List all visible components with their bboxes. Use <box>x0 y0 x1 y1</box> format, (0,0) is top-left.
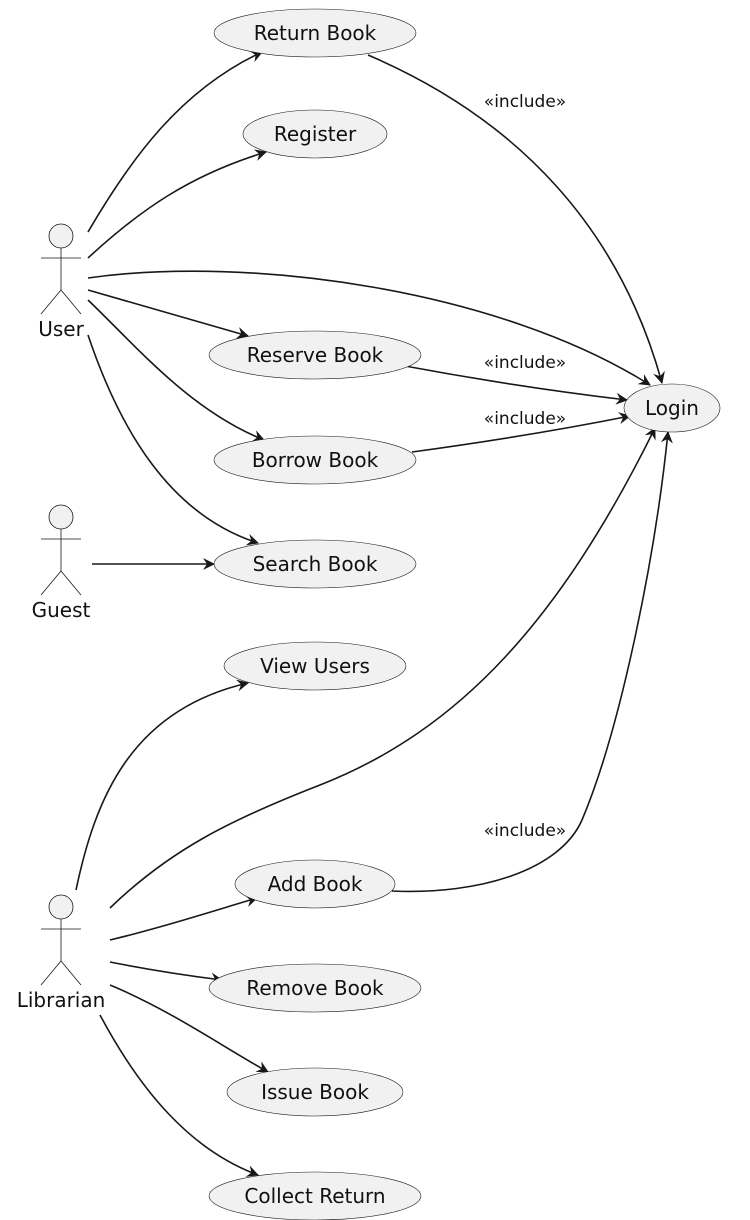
actor-head-icon <box>48 223 74 249</box>
edge-add-book-login <box>391 431 673 893</box>
actor-label: User <box>38 317 84 341</box>
edge-return-book-login <box>367 54 665 384</box>
actor-label: Guest <box>32 598 91 622</box>
edge-librarian-collect-return <box>99 1014 259 1177</box>
edge-user-borrow-book <box>87 299 265 442</box>
edge-librarian-view-users <box>75 679 249 891</box>
edge-librarian-add-book <box>109 895 258 941</box>
use-case-login[interactable]: Login <box>623 383 721 433</box>
svg-text:Collect Return: Collect Return <box>244 1184 385 1208</box>
actor-librarian[interactable]: Librarian <box>17 894 106 1012</box>
edge-librarian-issue-book <box>109 984 269 1073</box>
use-case-collect-return[interactable]: Collect Return <box>208 1171 422 1220</box>
edge-user-register <box>87 149 267 259</box>
actor-head-icon <box>48 894 74 920</box>
use-case-view-users[interactable]: View Users <box>223 641 407 691</box>
actor-user[interactable]: User <box>38 223 85 341</box>
use-case-register[interactable]: Register <box>242 109 388 159</box>
use-case-return-book[interactable]: Return Book <box>213 8 417 58</box>
use-case-add-book[interactable]: Add Book <box>234 859 396 909</box>
svg-text:Reserve Book: Reserve Book <box>247 343 384 367</box>
include-label-return-book: «include» <box>484 92 566 112</box>
svg-text:Issue Book: Issue Book <box>261 1080 369 1104</box>
svg-text:Remove Book: Remove Book <box>246 976 384 1000</box>
edge-reserve-book-login <box>404 365 628 405</box>
actor-head-icon <box>48 504 74 530</box>
edge-librarian-login <box>109 427 656 909</box>
include-label-borrow-book: «include» <box>484 409 566 429</box>
use-case-remove-book[interactable]: Remove Book <box>208 963 422 1013</box>
edge-user-login <box>87 270 651 386</box>
edge-borrow-book-login <box>411 412 631 453</box>
use-case-reserve-book[interactable]: Reserve Book <box>208 330 422 380</box>
svg-text:Search Book: Search Book <box>253 552 378 576</box>
edge-librarian-remove-book <box>109 961 223 985</box>
use-case-borrow-book[interactable]: Borrow Book <box>213 435 417 485</box>
svg-text:Login: Login <box>645 396 699 420</box>
use-case-issue-book[interactable]: Issue Book <box>226 1067 404 1117</box>
edge-user-reserve-book <box>87 289 249 339</box>
include-label-add-book: «include» <box>484 821 566 841</box>
svg-text:Return Book: Return Book <box>254 21 377 45</box>
edge-user-search-book <box>87 334 259 546</box>
svg-text:Borrow Book: Borrow Book <box>252 448 379 472</box>
edge-user-return-book <box>87 51 263 233</box>
svg-text:Register: Register <box>274 122 357 146</box>
edges <box>75 51 673 1177</box>
actor-label: Librarian <box>17 988 106 1012</box>
use-case-search-book[interactable]: Search Book <box>213 539 417 589</box>
include-label-reserve-book: «include» <box>484 353 566 373</box>
svg-text:View Users: View Users <box>260 654 370 678</box>
actor-guest[interactable]: Guest <box>32 504 91 622</box>
svg-text:Add Book: Add Book <box>268 872 363 896</box>
